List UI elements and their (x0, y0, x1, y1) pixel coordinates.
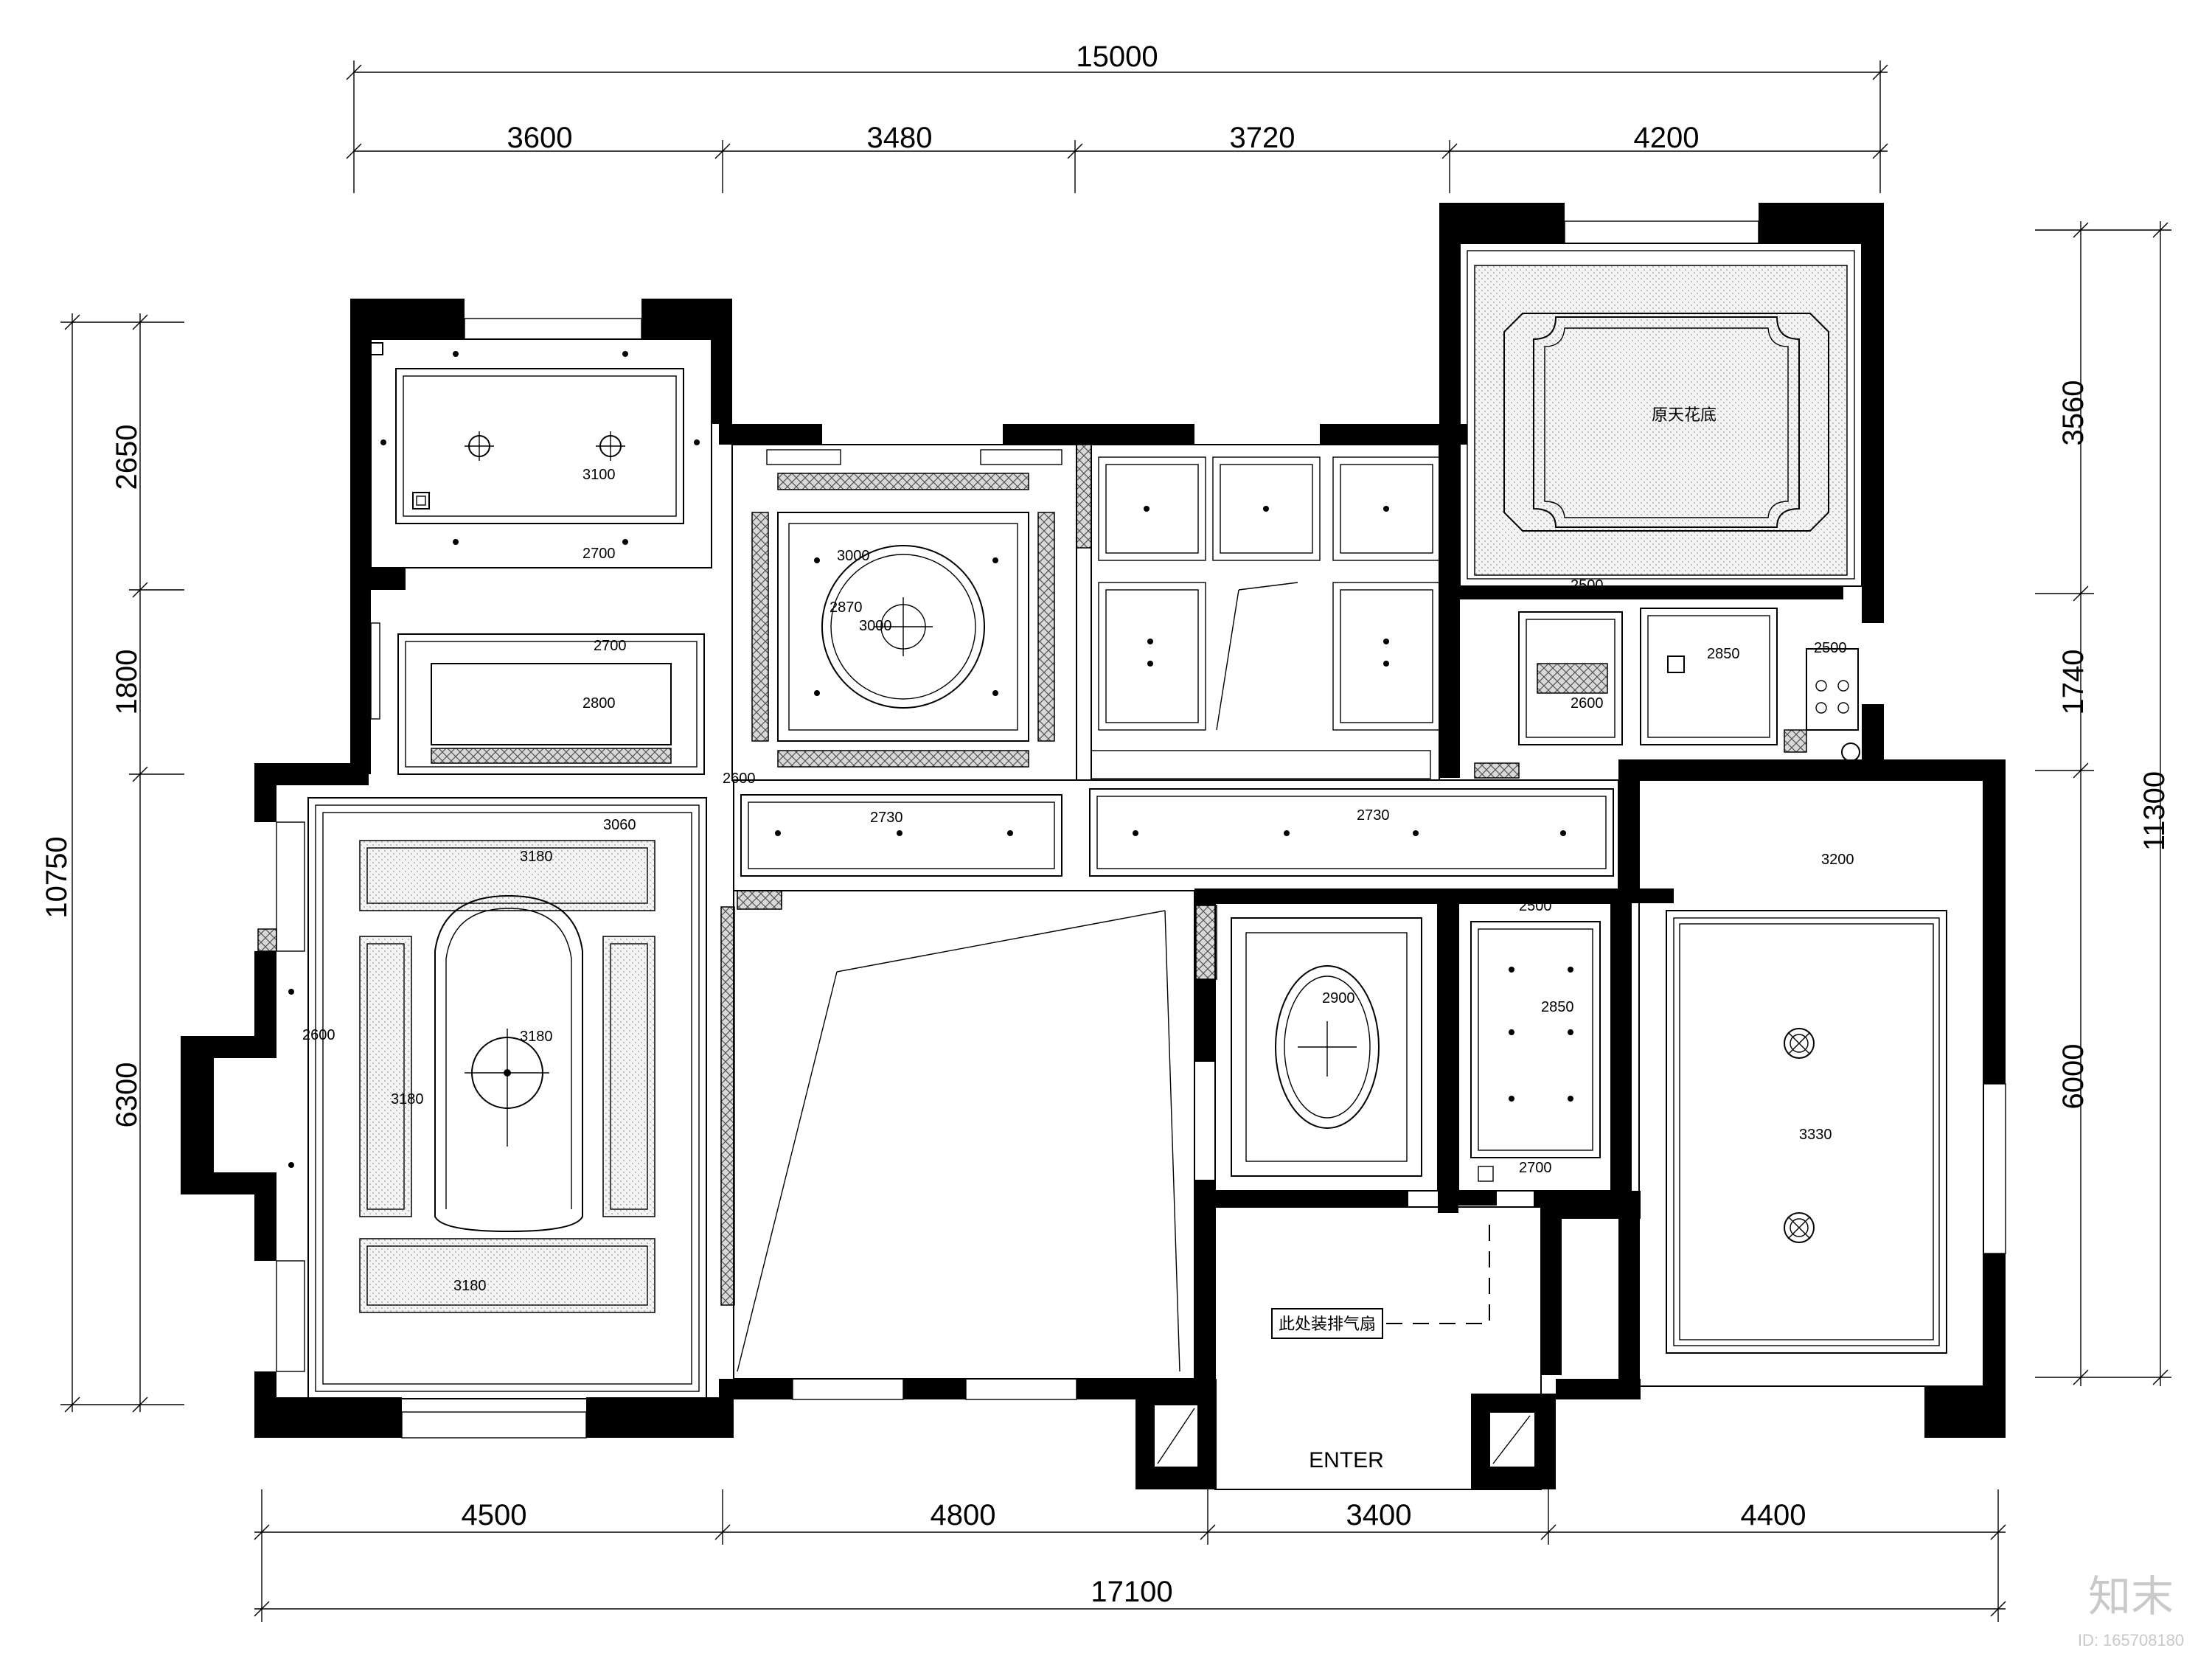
right-dimension-2: 1740 (2057, 650, 2090, 715)
elevation-bath-a: 2500 (1519, 898, 1552, 914)
entrance-area: 此处装排气扇 ENTER (1153, 1206, 1542, 1490)
top-dimension-3: 3720 (1230, 122, 1295, 154)
bedroom-top-left: 3100 2700 (370, 318, 712, 568)
bottom-dimension-3: 3400 (1346, 1499, 1412, 1531)
elevation-kitchen-c: 2850 (1707, 646, 1740, 662)
label-original-ceiling: 原天花底 (1652, 406, 1717, 425)
dimension-left: 10750 2650 1800 6300 (41, 313, 184, 1413)
left-total-dimension: 10750 (41, 836, 73, 918)
right-total-dimension: 11300 (2138, 771, 2171, 851)
bottom-dimension-4: 4400 (1741, 1499, 1806, 1531)
top-dimension-4: 4200 (1634, 122, 1700, 154)
hall-strip: 2730 2730 (733, 779, 1619, 891)
label-enter: ENTER (1309, 1448, 1384, 1472)
elevation-living-a: 3060 (603, 817, 636, 833)
master-bedroom: 3200 3330 (1638, 779, 2006, 1387)
bath-room: 2500 2850 2700 (1458, 898, 1612, 1192)
elevation-kitchen-a: 2500 (1571, 577, 1604, 594)
top-dimension-1: 3600 (507, 122, 573, 154)
elevation-master-a: 3200 (1821, 852, 1854, 868)
elevation-bath-b: 2850 (1541, 999, 1574, 1015)
living-room: 3060 3180 3180 3180 3180 2600 (276, 797, 707, 1439)
elevation-kitchen-d: 2500 (1814, 640, 1847, 656)
left-dimension-3: 6300 (111, 1062, 143, 1128)
elevation-living-f: 2600 (302, 1027, 335, 1043)
elevation-bedroom-tl-a: 3100 (582, 467, 616, 483)
dimension-top: 15000 3600 3480 3720 4200 (346, 41, 1888, 193)
elevation-study-a: 2900 (1322, 990, 1355, 1006)
elevation-master-b: 3330 (1799, 1127, 1832, 1143)
elevation-hall-a: 2730 (870, 810, 903, 826)
top-total-dimension: 15000 (1076, 41, 1158, 73)
elevation-kitchen-b: 2600 (1571, 695, 1604, 712)
elevation-corridor-left-a: 2700 (594, 638, 627, 654)
kitchen-room: 原天花底 2500 2600 2850 2500 (1459, 220, 1863, 762)
elevation-living-b: 3180 (520, 849, 553, 865)
watermark-brand: 知末 (2088, 1571, 2174, 1621)
top-dimension-2: 3480 (867, 122, 933, 154)
dining-room: 3000 2870 3000 2600 (723, 444, 1077, 787)
cabinet-zone (1091, 444, 1441, 781)
elevation-hall-b: 2730 (1357, 807, 1390, 824)
label-exhaust-fan: 此处装排气扇 (1279, 1315, 1376, 1334)
walls (181, 203, 2006, 1489)
right-dimension-3: 6000 (2057, 1044, 2090, 1110)
watermark: 知末 ID: 165708180 (2078, 1571, 2184, 1649)
elevation-dining-c: 3000 (859, 618, 892, 634)
bottom-dimension-2: 4800 (931, 1499, 996, 1531)
elevation-living-e: 3180 (453, 1278, 487, 1294)
elevation-bath-c: 2700 (1519, 1160, 1552, 1176)
elevation-living-d: 3180 (391, 1091, 424, 1107)
central-foyer (733, 890, 1195, 1400)
elevation-living-c: 3180 (520, 1029, 553, 1045)
study-room: 2900 (1214, 902, 1439, 1192)
column-blocks (257, 444, 1807, 1306)
dimension-right: 3560 1740 6000 11300 (2035, 221, 2171, 1386)
corridor-left: 2700 2800 (370, 622, 705, 775)
elevation-dining-a: 3000 (837, 548, 870, 564)
watermark-id: ID: 165708180 (2078, 1631, 2184, 1649)
elevation-bedroom-tl-b: 2700 (582, 546, 616, 562)
elevation-corridor-left-b: 2800 (582, 695, 616, 712)
elevation-corridor-mid: 2600 (723, 771, 756, 787)
left-dimension-1: 2650 (111, 425, 143, 490)
right-dimension-1: 3560 (2057, 380, 2090, 446)
left-dimension-2: 1800 (111, 650, 143, 715)
elevation-dining-b: 2870 (830, 599, 863, 616)
bottom-dimension-1: 4500 (462, 1499, 527, 1531)
dimension-bottom: 4500 4800 3400 4400 17100 (254, 1489, 2006, 1622)
bottom-total-dimension: 17100 (1091, 1576, 1172, 1608)
